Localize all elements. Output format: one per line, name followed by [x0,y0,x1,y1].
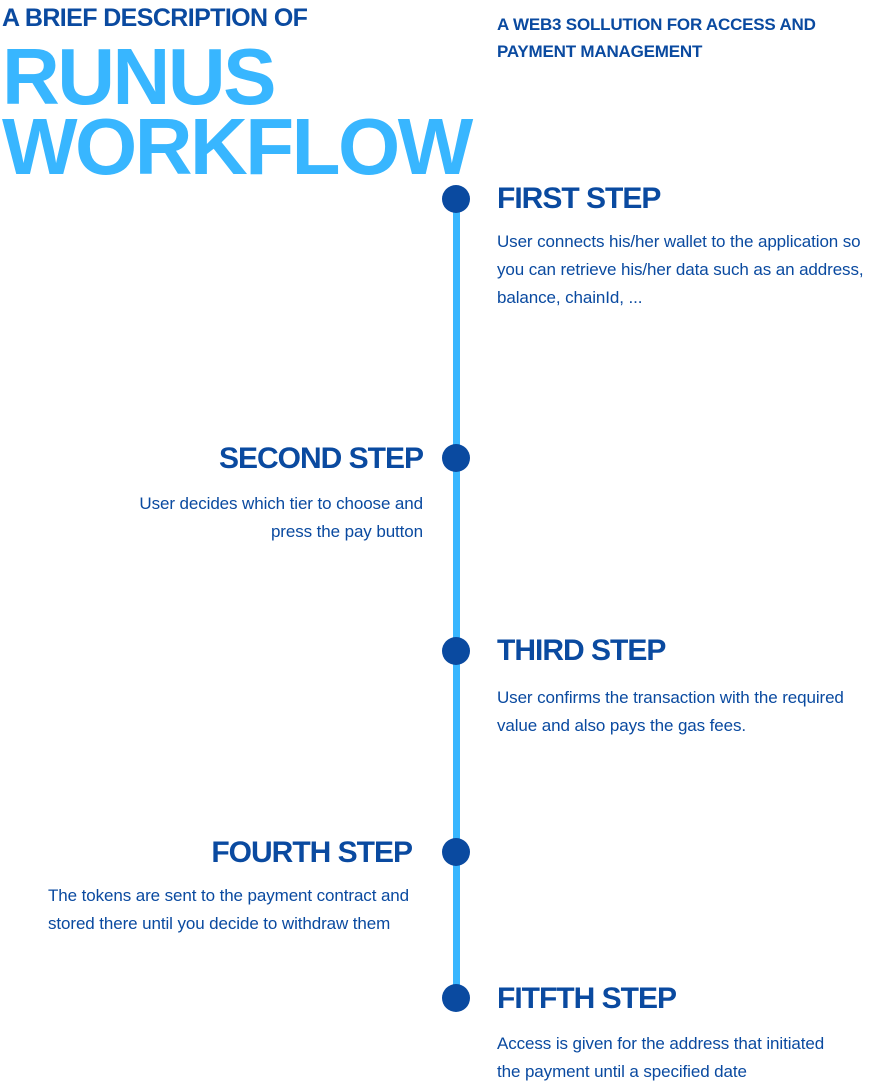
step-2-description: User decides which tier to choose and pr… [139,494,423,541]
step-5-title: FITFTH STEP [497,982,677,1015]
timeline-dot-1 [442,185,470,213]
timeline-dot-2 [442,444,470,472]
step-1-description: User connects his/her wallet to the appl… [497,232,864,307]
step-4-title: FOURTH STEP [211,836,413,869]
step-1-title: FIRST STEP [497,182,661,215]
step-4-description: The tokens are sent to the payment contr… [48,886,410,933]
timeline-line [453,198,460,998]
tagline: A WEB3 SOLLUTION FOR ACCESS AND PAYMENT … [497,15,816,61]
step-5-description: Access is given for the address that ini… [497,1034,825,1081]
main-title-line-2: WORKFLOW [2,102,473,191]
main-title-line-1: RUNUS [2,32,276,121]
pre-title: A BRIEF DESCRIPTION OF [2,4,308,32]
step-2-title: SECOND STEP [218,442,424,475]
main-title: RUNUS WORKFLOW [2,32,473,191]
timeline-dot-4 [442,838,470,866]
step-3-title: THIRD STEP [497,634,666,667]
timeline-dot-3 [442,637,470,665]
timeline-dot-5 [442,984,470,1012]
step-3-description: User confirms the transaction with the r… [497,688,844,735]
